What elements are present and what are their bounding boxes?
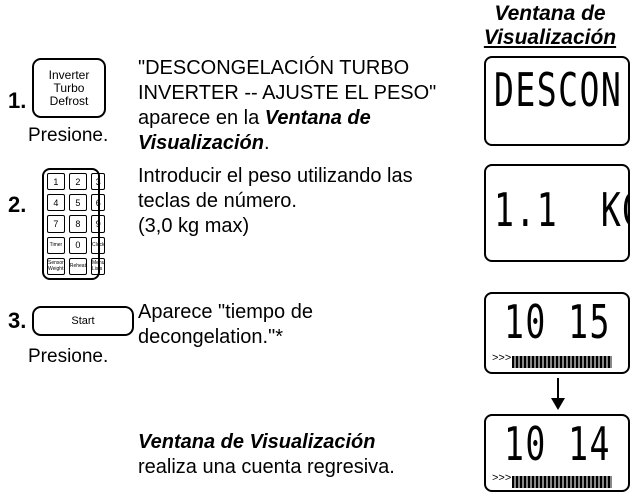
key-3[interactable]: 3 (90, 173, 106, 191)
step-2-number: 2. (8, 192, 27, 217)
countdown-progress-bar (512, 476, 612, 488)
heading-line-1: Ventana de (494, 2, 606, 25)
key-5[interactable]: 5 (68, 194, 87, 212)
number-keypad: 1 2 3 4 5 6 7 8 9 Timer 0 Clock Sensor W… (42, 168, 106, 280)
display-descon-text: DESCON (494, 63, 623, 117)
step-3-number: 3. (8, 308, 27, 333)
step-1-emph: Ventana de Visualización (138, 107, 371, 154)
key-timer[interactable]: Timer (47, 236, 65, 254)
key-9[interactable]: 9 (90, 215, 106, 233)
heading-line-2: Visualización (483, 26, 617, 49)
step-2-instruction: Introducir el peso utilizando las teclas… (138, 165, 413, 212)
key-1[interactable]: 1 (47, 173, 65, 191)
step-2-max-weight: (3,0 kg max) (138, 215, 250, 237)
key-4[interactable]: 4 (47, 194, 65, 212)
step-4-text: Ventana de Visualización realiza una cue… (138, 430, 468, 480)
step-4-countdown: realiza una cuenta regresiva. (138, 456, 395, 478)
step-4-emph: Ventana de Visualización (138, 431, 376, 453)
start-button[interactable]: Start (32, 306, 134, 336)
progress-arrows-icon-2: >>> (492, 472, 512, 484)
progress-arrows-icon: >>> (492, 352, 512, 364)
key-8[interactable]: 8 (68, 215, 87, 233)
key-clock[interactable]: Clock (90, 236, 106, 254)
key-2[interactable]: 2 (68, 173, 87, 191)
step-1-period: . (263, 132, 270, 154)
step-2-text: Introducir el peso utilizando las teclas… (138, 164, 438, 239)
display-weight: 1.1 KG (484, 164, 630, 262)
key-sensor-weight[interactable]: Sensor Weight (47, 257, 65, 275)
display-weight-text: 1.1 KG (494, 183, 630, 237)
defrost-progress-bar (512, 356, 612, 368)
key-7[interactable]: 7 (47, 215, 65, 233)
display-time-1015: 10 15 >>> (484, 292, 630, 374)
step-1-quote: "DESCONGELACIÓN TURBO INVERTER -- AJUSTE… (138, 57, 437, 129)
step-1-number: 1. (8, 88, 27, 113)
start-button-label: Start (71, 314, 95, 327)
down-arrow-icon (548, 378, 568, 410)
step-1-press-label: Presione. (28, 125, 109, 146)
display-window-heading: Ventana de Visualización (470, 2, 630, 50)
key-reheat[interactable]: Reheat (68, 257, 87, 275)
display-time-1014-text: 10 14 (504, 417, 611, 471)
display-time-1014: 10 14 >>> (484, 414, 630, 492)
key-0[interactable]: 0 (68, 236, 87, 254)
key-6[interactable]: 6 (90, 194, 106, 212)
inverter-turbo-defrost-label: Inverter Turbo Defrost (48, 67, 90, 108)
display-time-1015-text: 10 15 (504, 295, 611, 349)
key-menu-lists[interactable]: Menu Lists (90, 257, 106, 275)
step-3-press-label: Presione. (28, 346, 109, 367)
display-descon: DESCON (484, 56, 630, 146)
step-1-text: "DESCONGELACIÓN TURBO INVERTER -- AJUSTE… (138, 56, 468, 156)
step-3-text: Aparece "tiempo de decongelation."* (138, 301, 313, 348)
inverter-turbo-defrost-button[interactable]: Inverter Turbo Defrost (32, 58, 106, 118)
